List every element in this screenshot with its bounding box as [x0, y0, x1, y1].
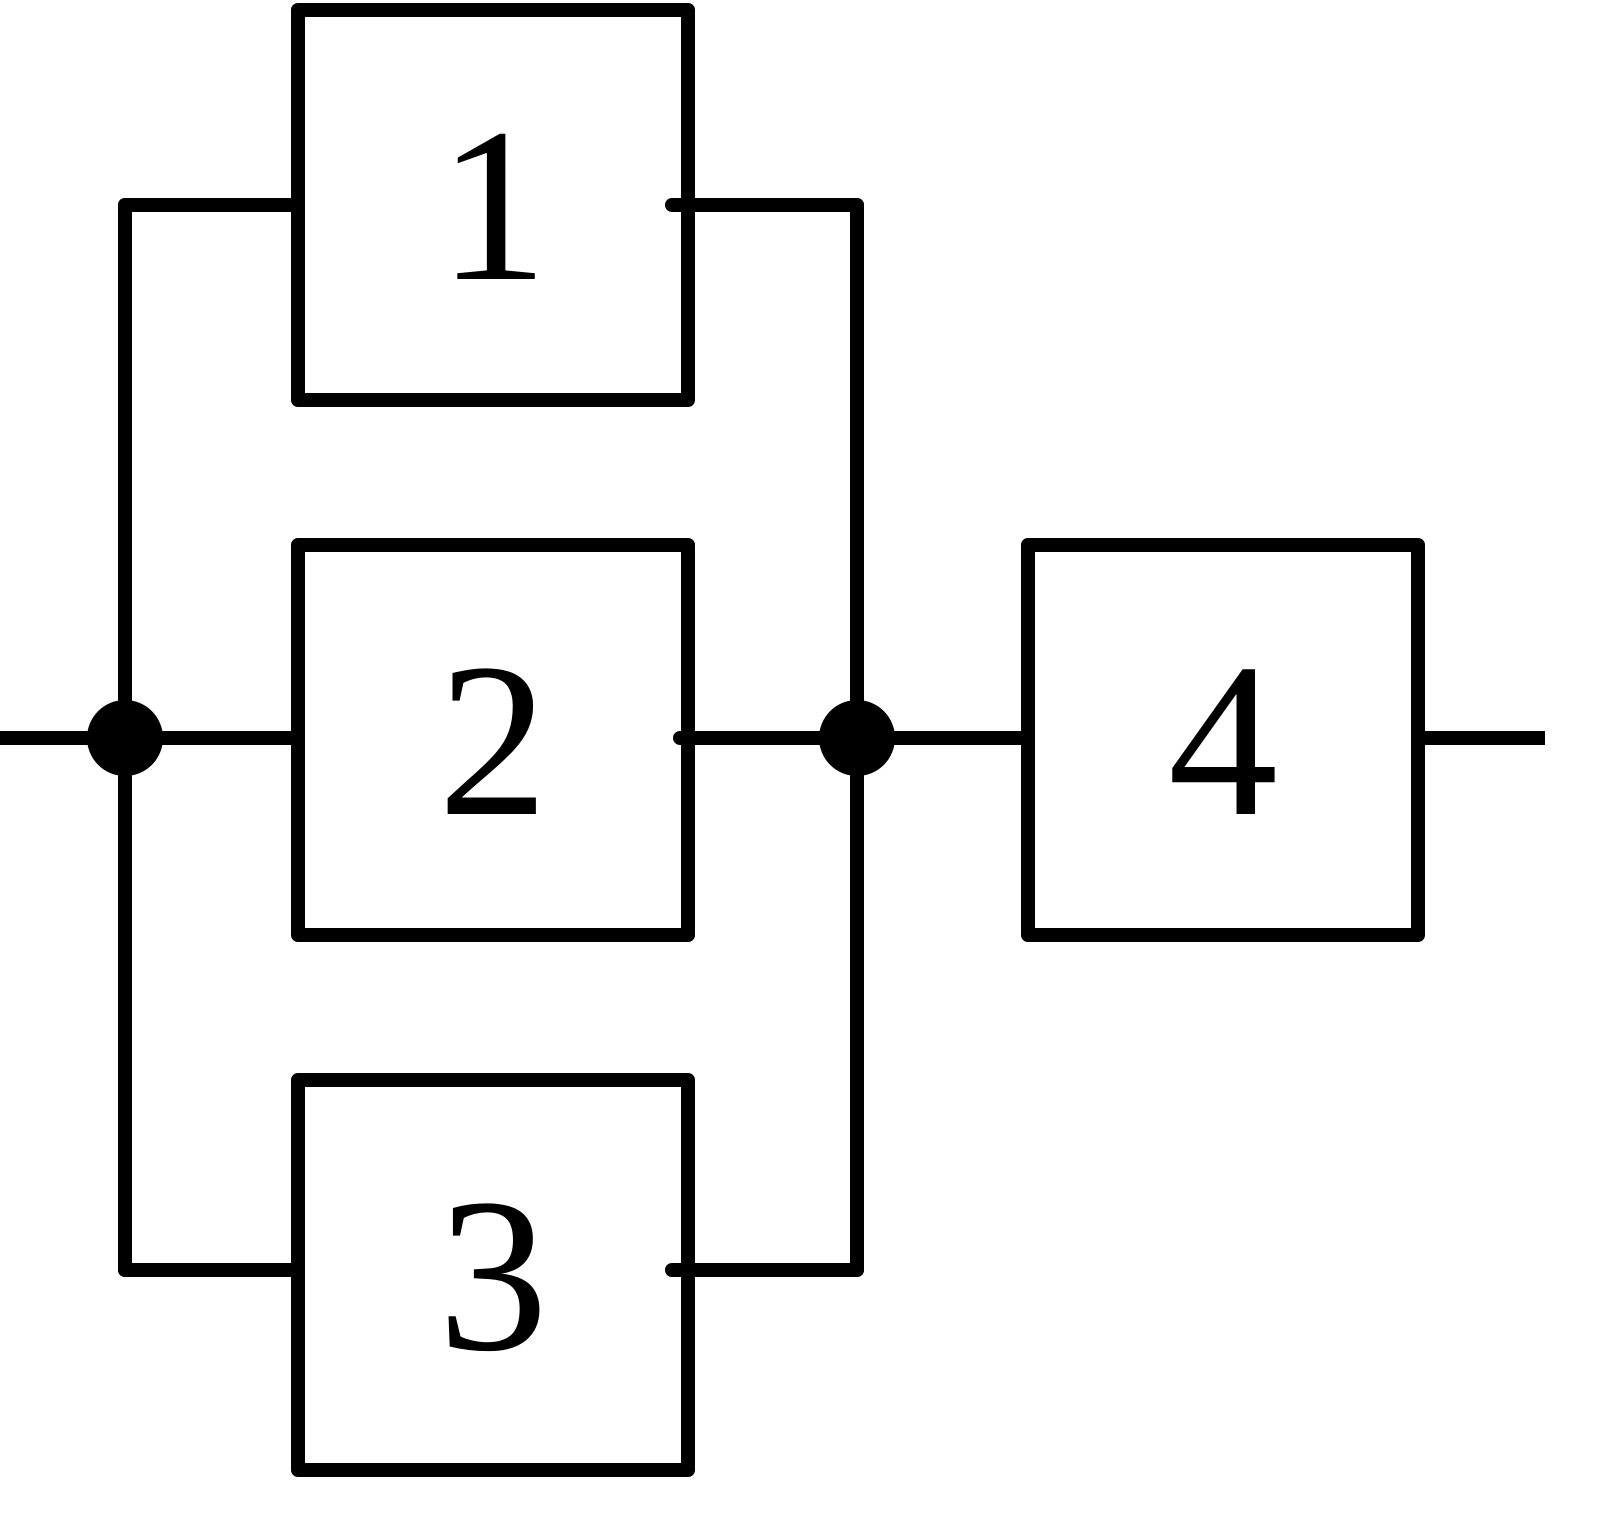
block-1-frame — [291, 3, 695, 407]
block-1: 1 — [291, 3, 695, 407]
block-3: 3 — [291, 1073, 695, 1477]
right-junction-dot — [819, 700, 895, 776]
block-4-frame — [1021, 538, 1425, 942]
block-1-label: 1 — [438, 83, 548, 327]
block-4-label: 4 — [1168, 618, 1278, 862]
block-4: 4 — [1021, 538, 1425, 942]
block-3-label: 3 — [438, 1153, 548, 1397]
block-2-frame — [291, 538, 695, 942]
block-2: 2 — [291, 538, 695, 942]
block-2-label: 2 — [438, 618, 548, 862]
left-junction-dot — [87, 700, 163, 776]
block-3-frame — [291, 1073, 695, 1477]
